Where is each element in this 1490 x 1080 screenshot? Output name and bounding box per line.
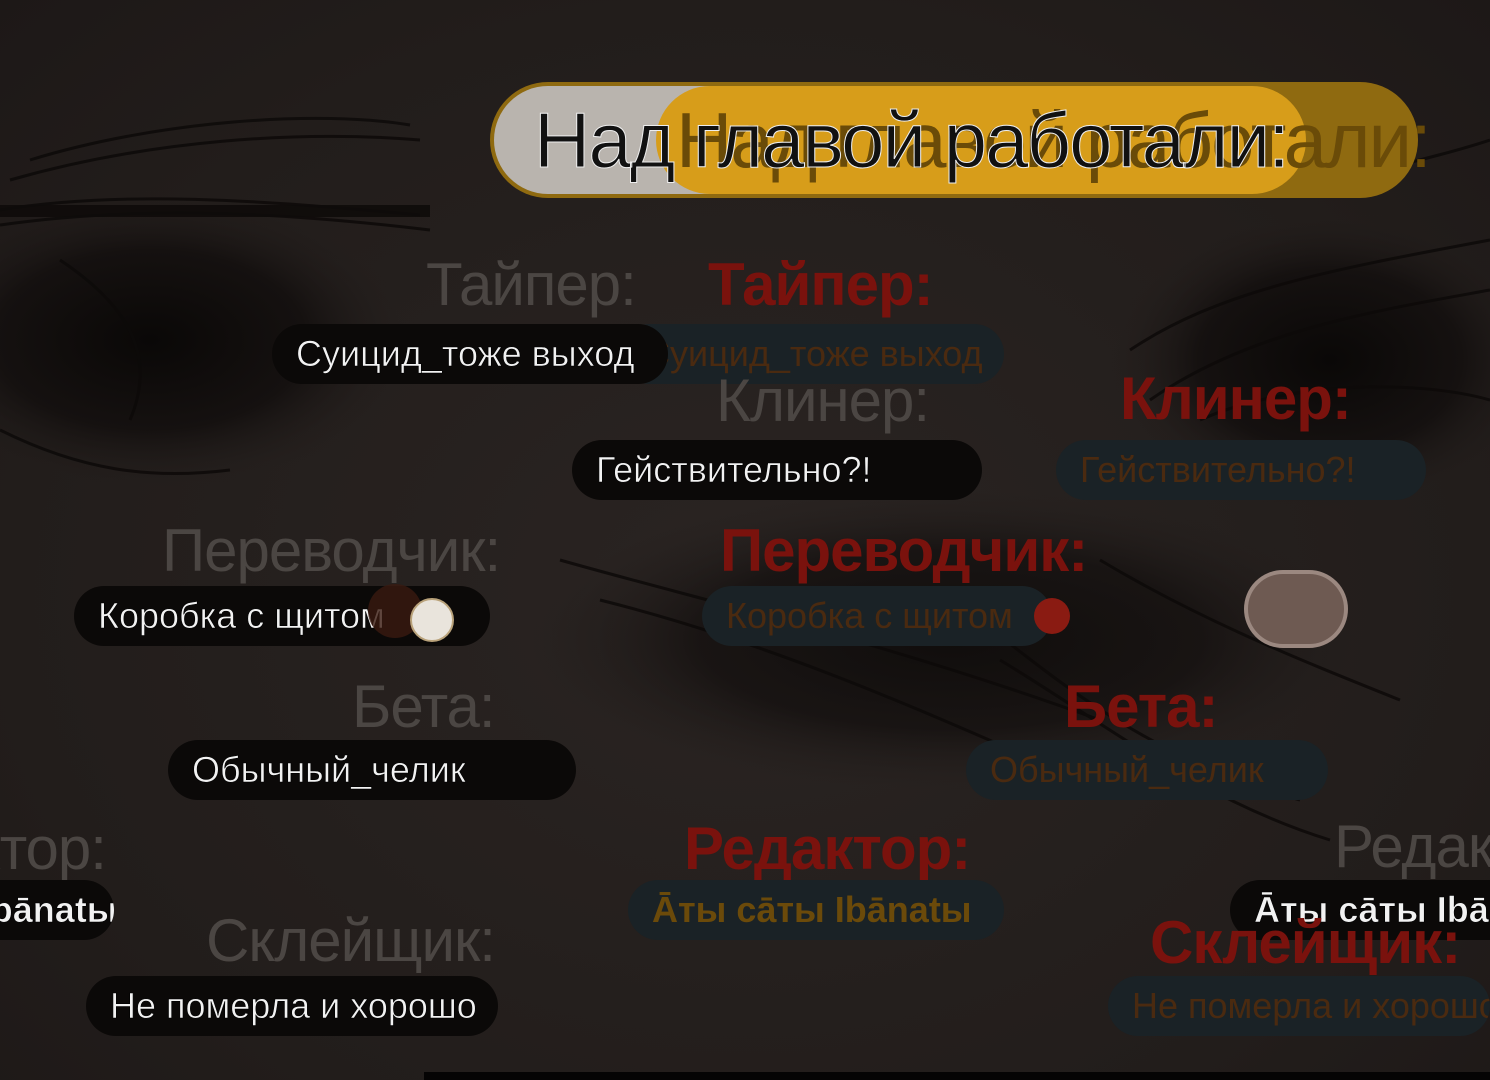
name-editor: Āты cāты Ibānatы [0, 880, 114, 940]
title-pill [656, 86, 1306, 194]
role-beta: Бета: [1064, 673, 1218, 740]
role-typesetter: Склейщик: [1150, 909, 1461, 976]
name-typesetter-ghost: Не померла и хорошо [1108, 976, 1490, 1036]
role-translator-ghost: Переводчик: [162, 517, 501, 584]
name-beta-ghost: Обычный_челик [966, 740, 1328, 800]
role-cleaner-ghost: Клинер: [716, 367, 930, 434]
name-typer: Суицид_тоже выход [272, 324, 668, 384]
name-typesetter: Не померла и хорошо [86, 976, 498, 1036]
title-shadow-text: Над главой работали: [676, 96, 1432, 184]
role-editor-ghost-left: Редактор: [0, 815, 107, 882]
role-editor: Редактор: [684, 815, 971, 882]
role-beta-ghost: Бета: [352, 673, 496, 740]
role-typer: Тайпер: [708, 251, 934, 318]
role-typesetter-ghost: Склейщик: [206, 907, 496, 974]
role-cleaner: Клинер: [1120, 365, 1352, 432]
emoji-icon [410, 598, 454, 642]
role-translator: Переводчик: [720, 517, 1088, 584]
name-cleaner: Гействительно?! [572, 440, 982, 500]
role-typer-ghost: Тайпер: [426, 251, 637, 318]
cookie-emoji-icon [1244, 570, 1348, 648]
page-title: Над главой работали: [534, 96, 1291, 185]
name-cleaner-ghost: Гействительно?! [1056, 440, 1426, 500]
bottom-strip [424, 1072, 1490, 1080]
name-beta: Обычный_челик [168, 740, 576, 800]
name-editor-right: Āты cāты Ibānatы [1230, 880, 1490, 940]
heart-emoji-icon [1034, 598, 1070, 634]
name-translator-ghost: Коробка с щитом [702, 586, 1052, 646]
name-typer-ghost: Суицид_тоже выход [620, 324, 1004, 384]
role-editor-ghost-right: Редактор: [1334, 813, 1490, 880]
name-editor-ghost: Āты cāты Ibānatы [628, 880, 1004, 940]
